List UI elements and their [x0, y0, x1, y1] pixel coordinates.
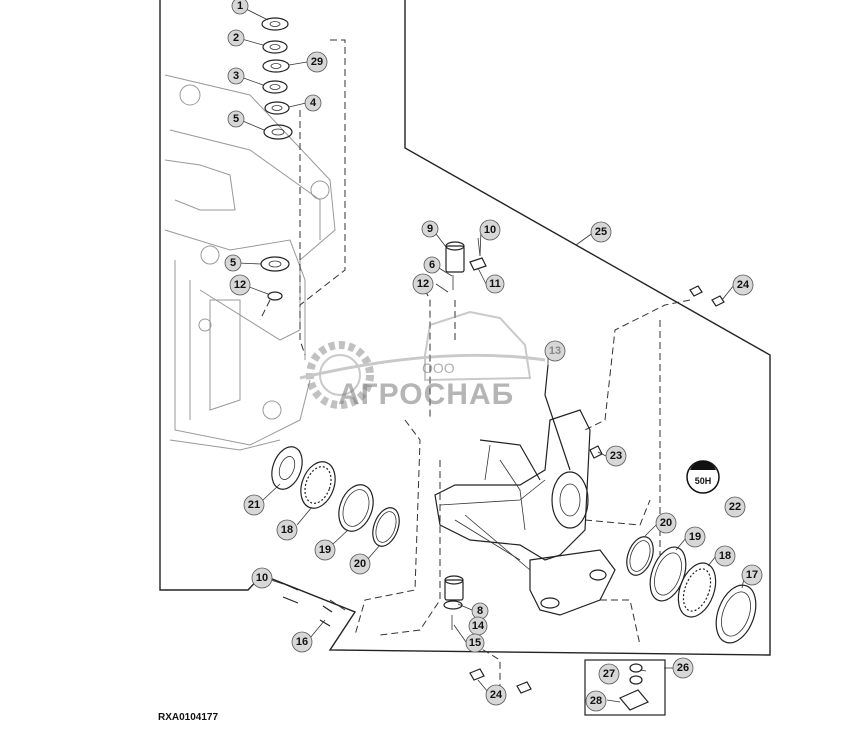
lower-left-bolts: [281, 582, 333, 627]
callout-25: 25: [590, 221, 612, 243]
svg-text:20: 20: [660, 517, 672, 529]
callout-4: 4: [304, 94, 322, 112]
svg-text:12: 12: [417, 278, 429, 290]
callout-5-upper: 5: [227, 110, 245, 128]
svg-text:15: 15: [469, 637, 481, 649]
watermark-company-name: АГРОСНАБ: [338, 378, 515, 411]
svg-text:24: 24: [737, 279, 750, 291]
svg-text:18: 18: [281, 524, 293, 536]
svg-text:10: 10: [256, 572, 268, 584]
callout-19-right: 19: [684, 526, 706, 548]
callout-15: 15: [465, 633, 485, 653]
assembly-lines: [259, 39, 691, 690]
callout-29: 29: [306, 51, 328, 73]
callout-24-bottom: 24: [485, 684, 507, 706]
callout-21: 21: [243, 494, 265, 516]
watermark-logo: [299, 310, 546, 409]
callout-9: 9: [421, 220, 439, 238]
callout-17: 17: [741, 564, 763, 586]
svg-text:19: 19: [319, 544, 331, 556]
callout-6: 6: [423, 256, 441, 274]
svg-text:14: 14: [472, 620, 485, 632]
svg-text:2: 2: [233, 32, 239, 44]
callout-10-top: 10: [479, 219, 501, 241]
svg-text:25: 25: [595, 226, 607, 238]
callout-24-top: 24: [732, 274, 754, 296]
kingpin-hardware: [445, 237, 487, 290]
svg-text:26: 26: [677, 662, 689, 674]
steering-knuckle: [434, 409, 616, 616]
callout-18-left: 18: [276, 519, 298, 541]
svg-text:5: 5: [230, 257, 236, 269]
svg-text:23: 23: [610, 450, 622, 462]
svg-text:11: 11: [489, 278, 501, 290]
svg-text:24: 24: [490, 689, 503, 701]
lower-pin-hardware: [443, 575, 464, 630]
callout-13: 13: [544, 340, 566, 362]
callout-10-bottom: 10: [251, 567, 273, 589]
svg-text:3: 3: [233, 70, 239, 82]
diagram-frame: [159, 0, 771, 656]
hydraulic-hose: [544, 364, 571, 471]
svg-text:28: 28: [590, 695, 602, 707]
callout-20-left: 20: [349, 553, 371, 575]
axle-frame-ghost: [164, 74, 336, 451]
callout-16: 16: [291, 631, 313, 653]
callout-14: 14: [468, 616, 488, 636]
bottom-bolts: [469, 668, 532, 694]
svg-text:29: 29: [311, 56, 323, 68]
svg-text:10: 10: [484, 224, 496, 236]
svg-text:20: 20: [354, 558, 366, 570]
callout-26: 26: [672, 657, 694, 679]
right-bearing-set: [626, 536, 757, 644]
svg-text:1: 1: [237, 0, 243, 12]
callout-23: 23: [605, 445, 627, 467]
svg-text:5: 5: [233, 113, 239, 125]
callout-18-right: 18: [714, 545, 736, 567]
kit-box: [584, 659, 666, 716]
callout-1: 1: [231, 0, 249, 15]
callout-27: 27: [598, 663, 620, 685]
callout-12-left: 12: [229, 274, 251, 296]
callout-11: 11: [485, 274, 505, 294]
svg-text:19: 19: [689, 531, 701, 543]
callout-5-lower: 5: [224, 254, 242, 272]
svg-text:18: 18: [719, 550, 731, 562]
callout-3: 3: [227, 67, 245, 85]
callout-8: 8: [471, 602, 489, 620]
watermark-prefix: ООО: [422, 360, 455, 376]
callout-12-center: 12: [412, 273, 434, 295]
svg-text:22: 22: [729, 501, 741, 513]
svg-text:12: 12: [234, 279, 246, 291]
shim-stack: [260, 17, 293, 301]
svg-text:21: 21: [248, 499, 260, 511]
callout-28: 28: [585, 690, 607, 712]
callout-22: 22: [724, 496, 746, 518]
badge-text: 50H: [695, 476, 712, 486]
svg-text:4: 4: [310, 97, 317, 109]
fitting-23: [589, 445, 603, 459]
svg-text:6: 6: [429, 259, 435, 271]
svg-text:16: 16: [296, 636, 308, 648]
callout-19-left: 19: [314, 539, 336, 561]
bolts-top-right: [689, 285, 725, 307]
svg-text:8: 8: [477, 605, 483, 617]
callout-leaders: [237, 5, 745, 703]
callout-2: 2: [227, 29, 245, 47]
svg-text:13: 13: [549, 345, 561, 357]
service-badge: 50H: [686, 460, 720, 494]
callout-20-right: 20: [655, 512, 677, 534]
svg-text:27: 27: [603, 668, 615, 680]
svg-text:9: 9: [427, 223, 433, 235]
figure-id: RXA0104177: [158, 712, 219, 723]
svg-text:17: 17: [746, 569, 758, 581]
